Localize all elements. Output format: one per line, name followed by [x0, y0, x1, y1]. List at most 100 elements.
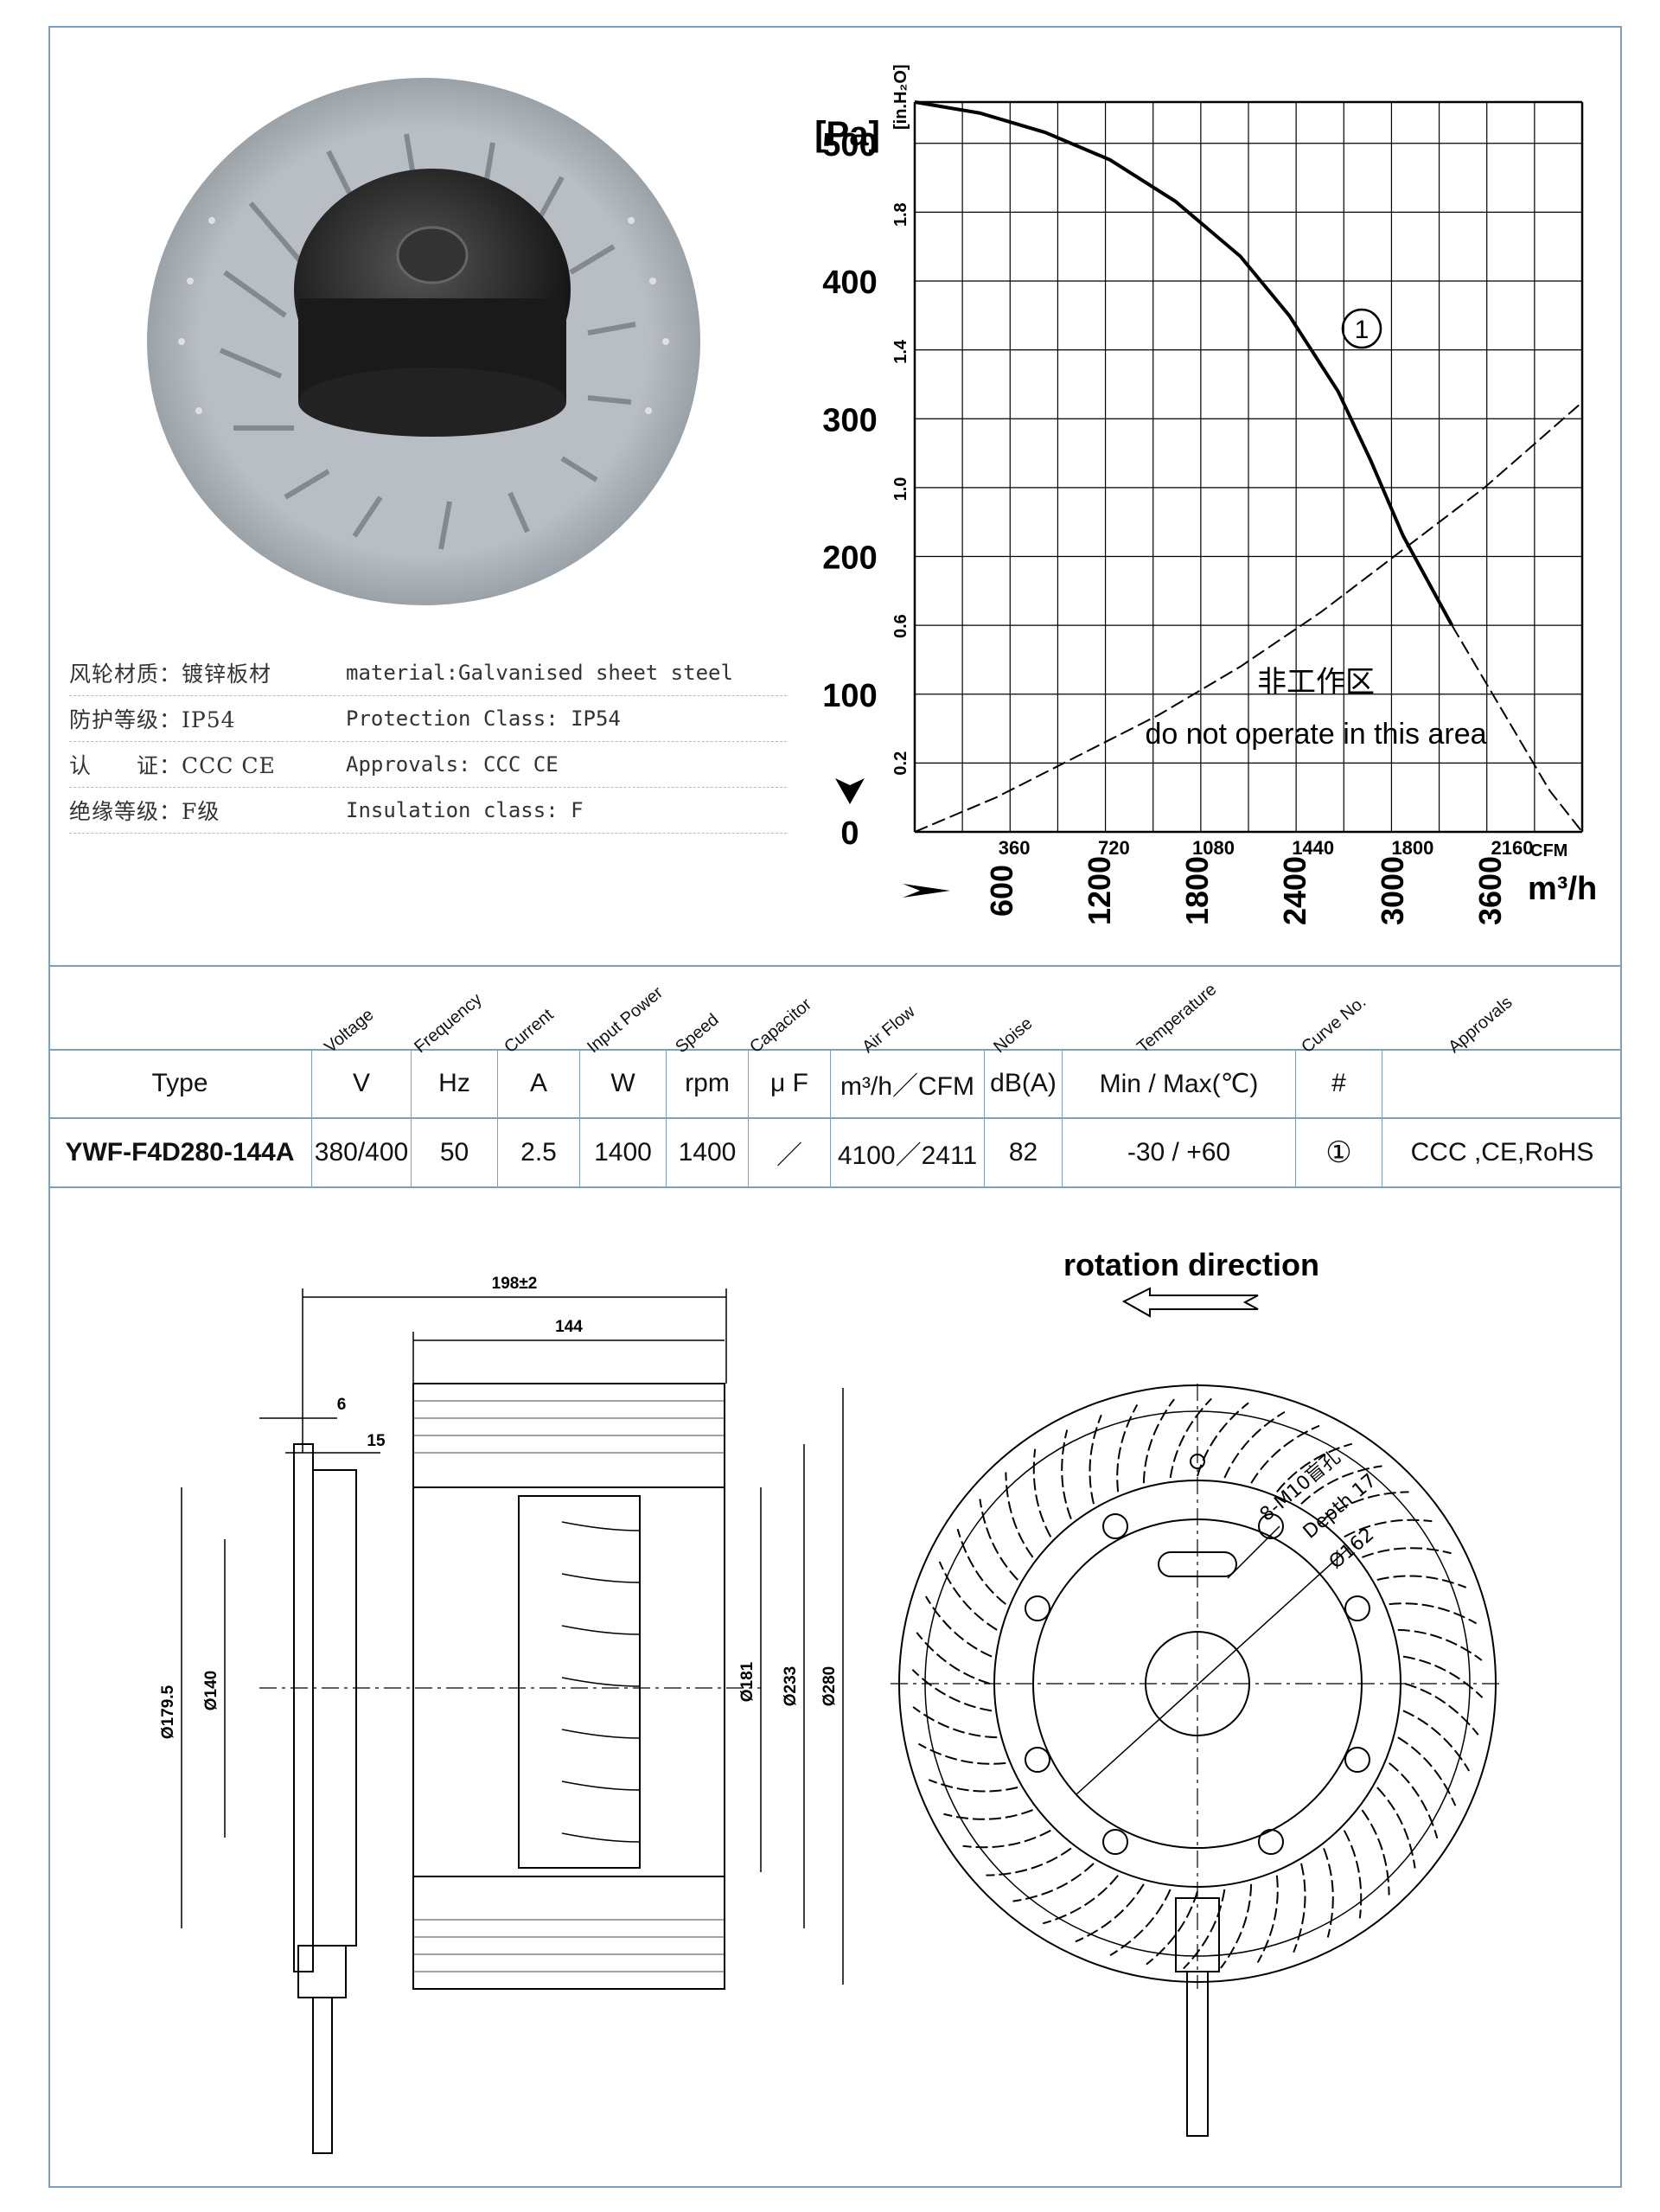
impeller-blade [1376, 1575, 1467, 1589]
impeller-blade [911, 1669, 993, 1712]
impeller-blade [1397, 1736, 1457, 1806]
spec-en: Protection Class: IP54 [346, 706, 621, 731]
x-tick-cfm: 1080 [1192, 837, 1235, 859]
unit-curve: # [1296, 1050, 1382, 1117]
impeller-blade [1300, 1465, 1382, 1505]
x-unit-cfm: CFM [1530, 841, 1567, 860]
impeller-blade [1256, 1875, 1279, 1964]
spec-en: Approvals: CCC CE [346, 752, 559, 777]
cell-current: 2.5 [498, 1118, 580, 1186]
impeller-blade [1142, 1398, 1175, 1484]
y-unit-inh2o: [in.H₂O] [891, 64, 910, 130]
x-tick-m3h: 3600 [1472, 856, 1508, 925]
impeller-blade [1343, 1830, 1363, 1919]
y-arrow-icon [835, 778, 865, 804]
spec-row-insulation: 绝缘等级：F级 Insulation class: F [69, 788, 787, 834]
y-tick-inh2o: 1.4 [891, 339, 910, 364]
system-line [914, 401, 1583, 833]
th-temperature: Temperature [1133, 980, 1221, 1058]
impeller-blade [1389, 1762, 1439, 1839]
rotation-arrow-icon [1121, 1287, 1259, 1318]
x-tick-cfm: 360 [999, 837, 1031, 859]
impeller-blade [1397, 1628, 1483, 1661]
x-tick-m3h: 2400 [1277, 856, 1312, 925]
impeller-blade [1344, 1518, 1433, 1538]
impeller-blade [979, 1499, 1018, 1581]
dimension-lines [181, 1288, 844, 1985]
impeller-blade [938, 1561, 998, 1631]
side-view: 198±2 144 6 15 Ø179.5 Ø140 Ø181 Ø233 Ø28… [159, 1275, 844, 2154]
impeller-blade [928, 1779, 1018, 1793]
y-tick-inh2o: 0.6 [891, 614, 910, 638]
cell-noise: 82 [985, 1118, 1063, 1186]
curve-label-badge: 1 [1341, 308, 1382, 349]
dim-impeller-length: 144 [555, 1318, 583, 1336]
cell-temperature: -30 / +60 [1063, 1118, 1296, 1186]
cell-power: 1400 [580, 1118, 667, 1186]
impeller-blade [1197, 1402, 1249, 1477]
dim-181: Ø181 [738, 1661, 757, 1702]
cell-capacitor: ／ [749, 1118, 831, 1186]
x-unit-m3h: m³/h [1528, 871, 1597, 907]
impeller-blade [1075, 1883, 1145, 1943]
y-tick-pa: 400 [822, 265, 877, 301]
unit-type: Type [48, 1050, 312, 1117]
chart-grid [913, 100, 1584, 834]
y-tick-inh2o: 1.0 [891, 477, 910, 502]
y-tick-pa: 0 [840, 815, 859, 852]
spec-en: Insulation class: F [346, 798, 584, 822]
y-tick-inh2o: 1.8 [891, 202, 910, 227]
table-units-row: Type V Hz A W rpm μ F m³/h／CFM dB(A) Min… [48, 1050, 1622, 1117]
x-arrow-icon [903, 884, 950, 898]
y-tick-pa: 300 [822, 402, 877, 438]
impeller-blade [1183, 1889, 1226, 1970]
impeller-blade [1220, 1883, 1253, 1969]
dim-6: 6 [337, 1396, 347, 1414]
impeller-blade [1362, 1547, 1452, 1558]
unit-power: W [580, 1050, 667, 1117]
unit-approvals [1382, 1050, 1622, 1117]
table-header-rotated: Voltage Frequency Current Input Power Sp… [48, 967, 1622, 1057]
impeller-blade [1404, 1683, 1479, 1736]
specs-list: 风轮材质：镀锌板材 material:Galvanised sheet stee… [69, 650, 787, 834]
x-tick-m3h: 1800 [1179, 856, 1215, 925]
th-frequency: Frequency [411, 989, 486, 1058]
impeller-blade [1376, 1787, 1416, 1869]
dim-15: 15 [367, 1432, 386, 1450]
cell-speed: 1400 [667, 1118, 749, 1186]
dim-overall-length: 198±2 [492, 1275, 538, 1293]
y-tick-pa: 500 [822, 127, 877, 163]
divider-bottom [48, 1186, 1622, 1188]
impeller-blade [1042, 1875, 1119, 1925]
th-approvals: Approvals [1445, 993, 1516, 1058]
impeller-blade [1389, 1602, 1478, 1625]
curve-1-line [914, 100, 1454, 627]
curve-label: 1 [1355, 316, 1370, 344]
divider-table-row [48, 1117, 1622, 1119]
impeller-blade [1089, 1414, 1102, 1505]
impeller-blade [1402, 1710, 1471, 1772]
impeller-blade [1032, 1448, 1052, 1538]
th-curve-no: Curve No. [1298, 992, 1370, 1058]
impeller-blade [986, 1847, 1072, 1876]
impeller-blade [1361, 1809, 1390, 1896]
impeller-blade [956, 1528, 1006, 1605]
divider-table-header [48, 1049, 1622, 1051]
cell-type: YWF-F4D280-144A [48, 1118, 312, 1186]
spec-en: material:Galvanised sheet steel [346, 661, 733, 685]
impeller-blade [916, 1632, 991, 1685]
annotation-cn: 非工作区 [1257, 665, 1375, 700]
y-tick-pa: 200 [822, 540, 877, 577]
unit-current: A [498, 1050, 580, 1117]
y-tick-pa: 100 [822, 678, 877, 714]
dim-280: Ø280 [820, 1666, 839, 1706]
impeller-blade [924, 1595, 993, 1658]
impeller-blade [1116, 1403, 1139, 1493]
spec-cn: 认 证：CCC CE [69, 753, 276, 778]
spec-row-material: 风轮材质：镀锌板材 material:Galvanised sheet stee… [69, 650, 787, 696]
unit-voltage: V [312, 1050, 412, 1117]
rotation-label: rotation direction [1063, 1247, 1319, 1282]
th-input-power: Input Power [584, 982, 667, 1058]
impeller-blade [1012, 1863, 1095, 1902]
